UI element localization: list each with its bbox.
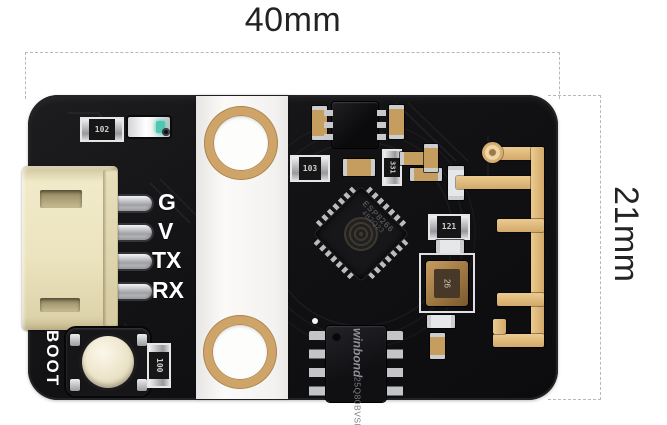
resistor-end — [149, 345, 169, 352]
test-point-via — [162, 128, 170, 136]
regulator-pins — [324, 110, 333, 142]
resistor-100: 100 — [147, 343, 171, 388]
resistor-end — [321, 157, 328, 180]
resistor-end — [430, 216, 437, 238]
pin-label-rx: RX — [152, 277, 184, 303]
capacitor — [430, 333, 445, 359]
regulator-pins — [377, 110, 386, 142]
pin-label-v: V — [158, 218, 174, 244]
capacitor — [427, 315, 455, 328]
resistor-331: 331 — [382, 149, 402, 186]
resistor-end — [461, 216, 468, 238]
width-dimension-label: 40mm — [244, 1, 342, 39]
resistor-code: 102 — [89, 119, 115, 140]
silkscreen-dot — [312, 318, 318, 324]
resistor-end — [149, 379, 169, 386]
height-dimension-label: 21mm — [607, 186, 645, 283]
pcb-antenna-tick — [493, 319, 506, 334]
voltage-regulator — [332, 102, 378, 148]
pcb-antenna-spine — [531, 147, 544, 347]
capacitor — [424, 144, 438, 172]
capacitor — [312, 106, 327, 140]
antenna-feed-pad — [482, 142, 503, 163]
capacitor — [389, 105, 404, 139]
resistor-end — [82, 119, 89, 140]
pin-label-tx: TX — [152, 247, 182, 273]
width-dimension-lines — [25, 52, 560, 99]
connector-notch — [40, 298, 80, 312]
pcb-antenna-arm — [497, 293, 544, 306]
button-contact — [70, 379, 80, 391]
resistor-end — [292, 157, 299, 180]
button-contact — [137, 379, 147, 391]
flash-pin1-dot — [332, 332, 341, 341]
pin-label-g: G — [158, 189, 176, 215]
crystal-silkscreen — [419, 253, 475, 313]
led-die — [156, 121, 165, 133]
resistor-code: 103 — [299, 157, 321, 180]
resistor-102: 102 — [80, 117, 124, 142]
jst-connector-lip — [103, 170, 117, 326]
height-dimension-lines — [548, 95, 601, 400]
capacitor — [436, 240, 464, 253]
mounting-hole-bottom — [204, 316, 276, 388]
boot-button-cap — [82, 336, 134, 388]
resistor-code: 100 — [149, 352, 169, 379]
connector-notch — [40, 190, 82, 208]
pcb-antenna-stub — [490, 147, 544, 160]
flash-pins-left — [309, 331, 326, 397]
capacitor — [343, 159, 375, 176]
button-contact — [137, 334, 147, 346]
mounting-hole-top — [205, 107, 277, 179]
pcb-antenna-arm — [497, 219, 544, 232]
flash-part-number: 25Q80BVSIG — [352, 377, 363, 425]
resistor-103: 103 — [290, 155, 330, 182]
resistor-end — [384, 177, 400, 184]
pcb-antenna-feed — [456, 176, 544, 189]
resistor-end — [384, 151, 400, 158]
flash-marking: winbond 25Q80BVSIG 1926 — [330, 328, 384, 425]
resistor-end — [115, 119, 122, 140]
flash-pins-right — [386, 331, 403, 397]
boot-label: BOOT — [43, 330, 62, 388]
flash-brand: winbond — [350, 328, 365, 378]
pcb-antenna-foot — [493, 334, 544, 347]
crystal-marking: 26 — [434, 269, 460, 298]
resistor-code: 331 — [384, 158, 400, 177]
resistor-code: 121 — [437, 216, 461, 238]
button-contact — [70, 334, 80, 346]
resistor-121: 121 — [428, 214, 470, 240]
